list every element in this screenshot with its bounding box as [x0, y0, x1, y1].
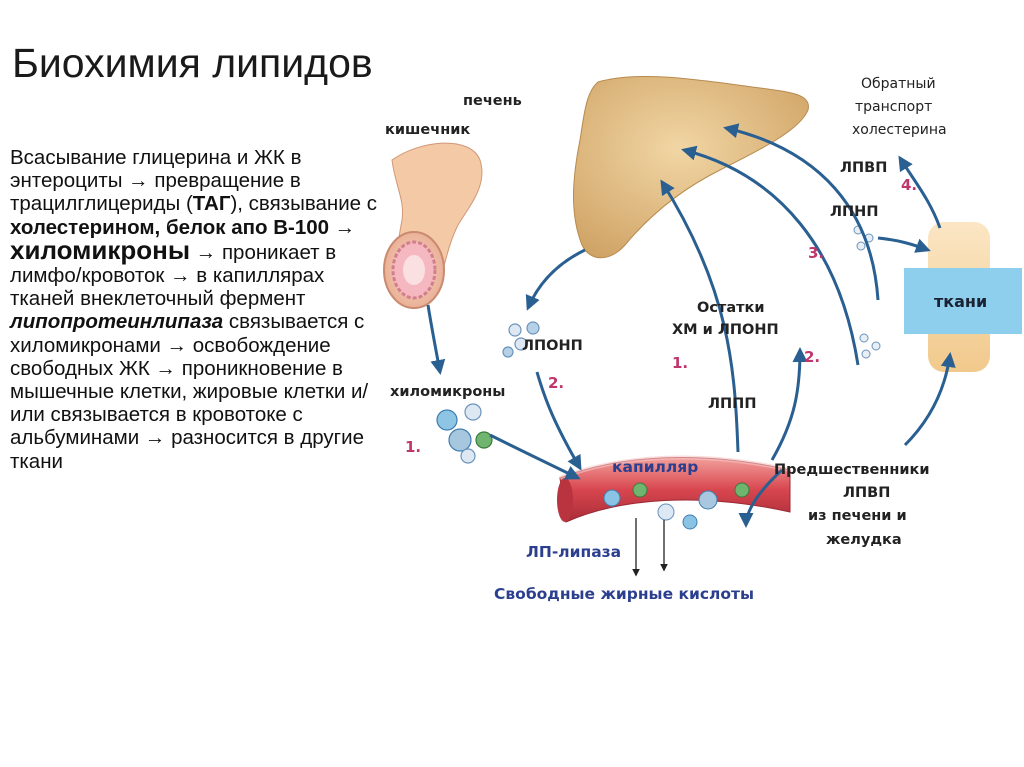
arrow-precursors-tissue [903, 352, 956, 447]
remnants-label-1: Остатки [697, 300, 765, 316]
chylomicron-particles [436, 403, 493, 464]
arrow-liver-vldl [525, 248, 586, 311]
pathway-arrows [426, 123, 956, 528]
ffa-label: Свободные жирные кислоты [494, 585, 754, 603]
step-2a: 2. [548, 374, 564, 392]
arrow-chylo-capillary [489, 433, 581, 480]
arrow-intestine-chylo [426, 304, 446, 375]
remnants-label-2: ХМ и ЛПОНП [672, 322, 779, 338]
capillary-label: капилляр [612, 458, 698, 476]
step-1b: 1. [672, 354, 688, 372]
ldl-label: ЛПНП [830, 204, 878, 220]
arrow-vldl-capillary [535, 371, 582, 471]
arrow-remnants-up [770, 347, 808, 461]
chylomicrons-term: хиломикроны [10, 234, 191, 265]
arrow-ldl-tissue [877, 236, 931, 253]
precursors-label-2: ЛПВП [843, 485, 890, 501]
reverse-transport-label-3: холестерина [852, 122, 947, 138]
liver-shape [573, 75, 809, 259]
tissue-box [904, 268, 1022, 334]
reverse-transport-label-2: транспорт [855, 99, 932, 115]
ffa-arrows [632, 518, 668, 577]
lp-lipase-label: ЛП-липаза [526, 543, 621, 561]
intestine-shape [383, 142, 483, 309]
hdl-label: ЛПВП [840, 160, 887, 176]
arrow-hdl-liver [723, 123, 880, 301]
description-text: Всасывание глицерина и ЖК в энтероциты →… [10, 146, 377, 473]
capillary-shape [557, 455, 791, 530]
reverse-transport-label-1: Обратный [861, 76, 936, 92]
chylomicrons-label: хиломикроны [390, 384, 505, 400]
vldl-label: ЛПОНП [522, 338, 583, 354]
page-title: Биохимия липидов [12, 40, 373, 86]
vldl-particles [502, 321, 540, 358]
arrow-capillary-liver [660, 179, 740, 453]
step-2b: 2. [804, 348, 820, 366]
liver-label: печень [463, 93, 522, 109]
arrow-ldl-liver [681, 145, 860, 366]
precursors-label-3: из печени и [808, 508, 907, 524]
step-1a: 1. [405, 438, 421, 456]
lpl-term: липопротеинлипаза [10, 310, 224, 334]
step-4: 4. [901, 176, 917, 194]
tissue-label: ткани [934, 292, 987, 311]
precursors-label-4: желудка [826, 532, 902, 548]
idl-label: ЛППП [708, 396, 756, 412]
arrow-precursors-capillary [738, 468, 784, 528]
precursors-label-1: Предшественники [774, 462, 930, 478]
arrow-tissue-hdl [898, 155, 942, 229]
intestine-label: кишечник [385, 122, 470, 138]
step-3: 3. [808, 244, 824, 262]
